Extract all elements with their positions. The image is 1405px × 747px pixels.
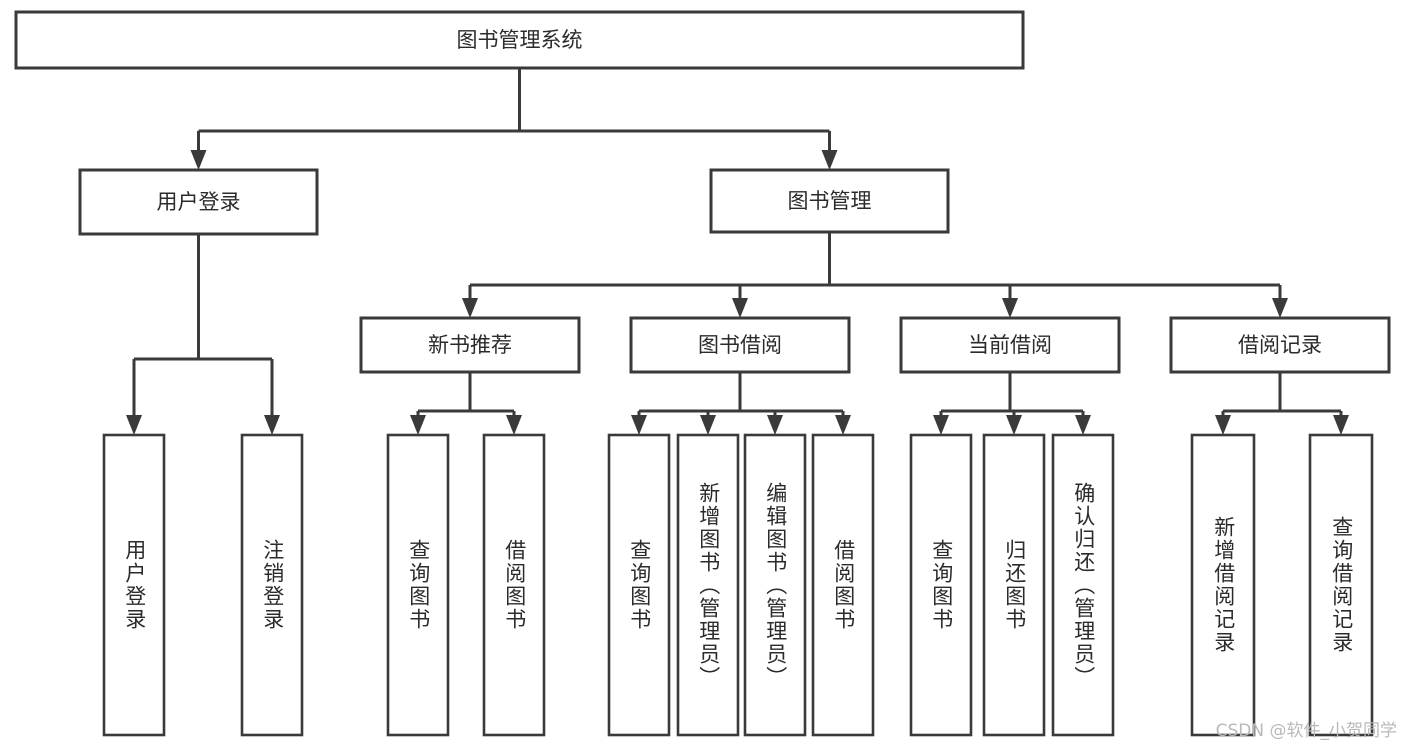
node-box-leaf-query-book-2[interactable]	[607, 433, 671, 737]
node-box-book-manage[interactable]	[709, 168, 950, 234]
node-box-current-borrow[interactable]	[899, 316, 1121, 374]
node-box-leaf-confirm-return[interactable]	[1051, 433, 1115, 737]
edge-book-borrow-arrow-1-head	[700, 415, 716, 435]
edge-book-manage-arrow-1-head	[732, 298, 748, 318]
edge-book-borrow-arrow-3-head	[835, 415, 851, 435]
node-box-root-system[interactable]	[14, 10, 1025, 70]
edge-book-borrow-arrow-2-head	[767, 415, 783, 435]
node-box-leaf-add-book[interactable]	[676, 433, 740, 737]
node-box-leaf-logout[interactable]	[240, 433, 304, 737]
node-box-borrow-record[interactable]	[1169, 316, 1391, 374]
node-box-leaf-borrow-book-1[interactable]	[482, 433, 546, 737]
edge-book-manage-arrow-0-head	[462, 298, 478, 318]
node-label-current-borrow: 当前借阅	[968, 333, 1052, 357]
node-label-book-borrow: 图书借阅	[698, 333, 782, 357]
node-label-user-login: 用户登录	[157, 190, 241, 214]
node-box-leaf-query-book-3[interactable]	[909, 433, 973, 737]
edge-borrow-record-arrow-0-head	[1215, 415, 1231, 435]
node-box-new-book-recommend[interactable]	[359, 316, 581, 374]
node-box-leaf-borrow-book-2[interactable]	[811, 433, 875, 737]
node-box-leaf-query-book-1[interactable]	[386, 433, 450, 737]
node-box-leaf-add-record[interactable]	[1190, 433, 1256, 737]
edge-new-book-recommend-arrow-0-head	[410, 415, 426, 435]
edge-user-login-arrow-0-head	[126, 415, 142, 435]
edge-borrow-record-arrow-1-head	[1333, 415, 1349, 435]
edge-current-borrow-arrow-0-head	[933, 415, 949, 435]
edge-book-manage-arrow-2-head	[1002, 298, 1018, 318]
edge-root-arrow-0-head	[190, 150, 207, 170]
node-box-book-borrow[interactable]	[629, 316, 851, 374]
node-box-leaf-user-login[interactable]	[102, 433, 166, 737]
node-box-leaf-query-record[interactable]	[1308, 433, 1374, 737]
edge-user-login-arrow-1-head	[264, 415, 280, 435]
node-label-root-system: 图书管理系统	[457, 28, 583, 52]
edge-book-borrow-arrow-0-head	[631, 415, 647, 435]
edge-root-arrow-1-head	[821, 150, 838, 170]
edge-book-manage-arrow-3-head	[1272, 298, 1288, 318]
edge-new-book-recommend-arrow-1-head	[506, 415, 522, 435]
node-label-new-book-recommend: 新书推荐	[428, 333, 512, 357]
edge-current-borrow-arrow-1-head	[1006, 415, 1022, 435]
node-box-leaf-edit-book[interactable]	[743, 433, 807, 737]
edge-current-borrow-arrow-2-head	[1075, 415, 1091, 435]
node-label-borrow-record: 借阅记录	[1238, 333, 1322, 357]
node-box-leaf-return-book[interactable]	[982, 433, 1046, 737]
node-label-book-manage: 图书管理	[788, 189, 872, 213]
